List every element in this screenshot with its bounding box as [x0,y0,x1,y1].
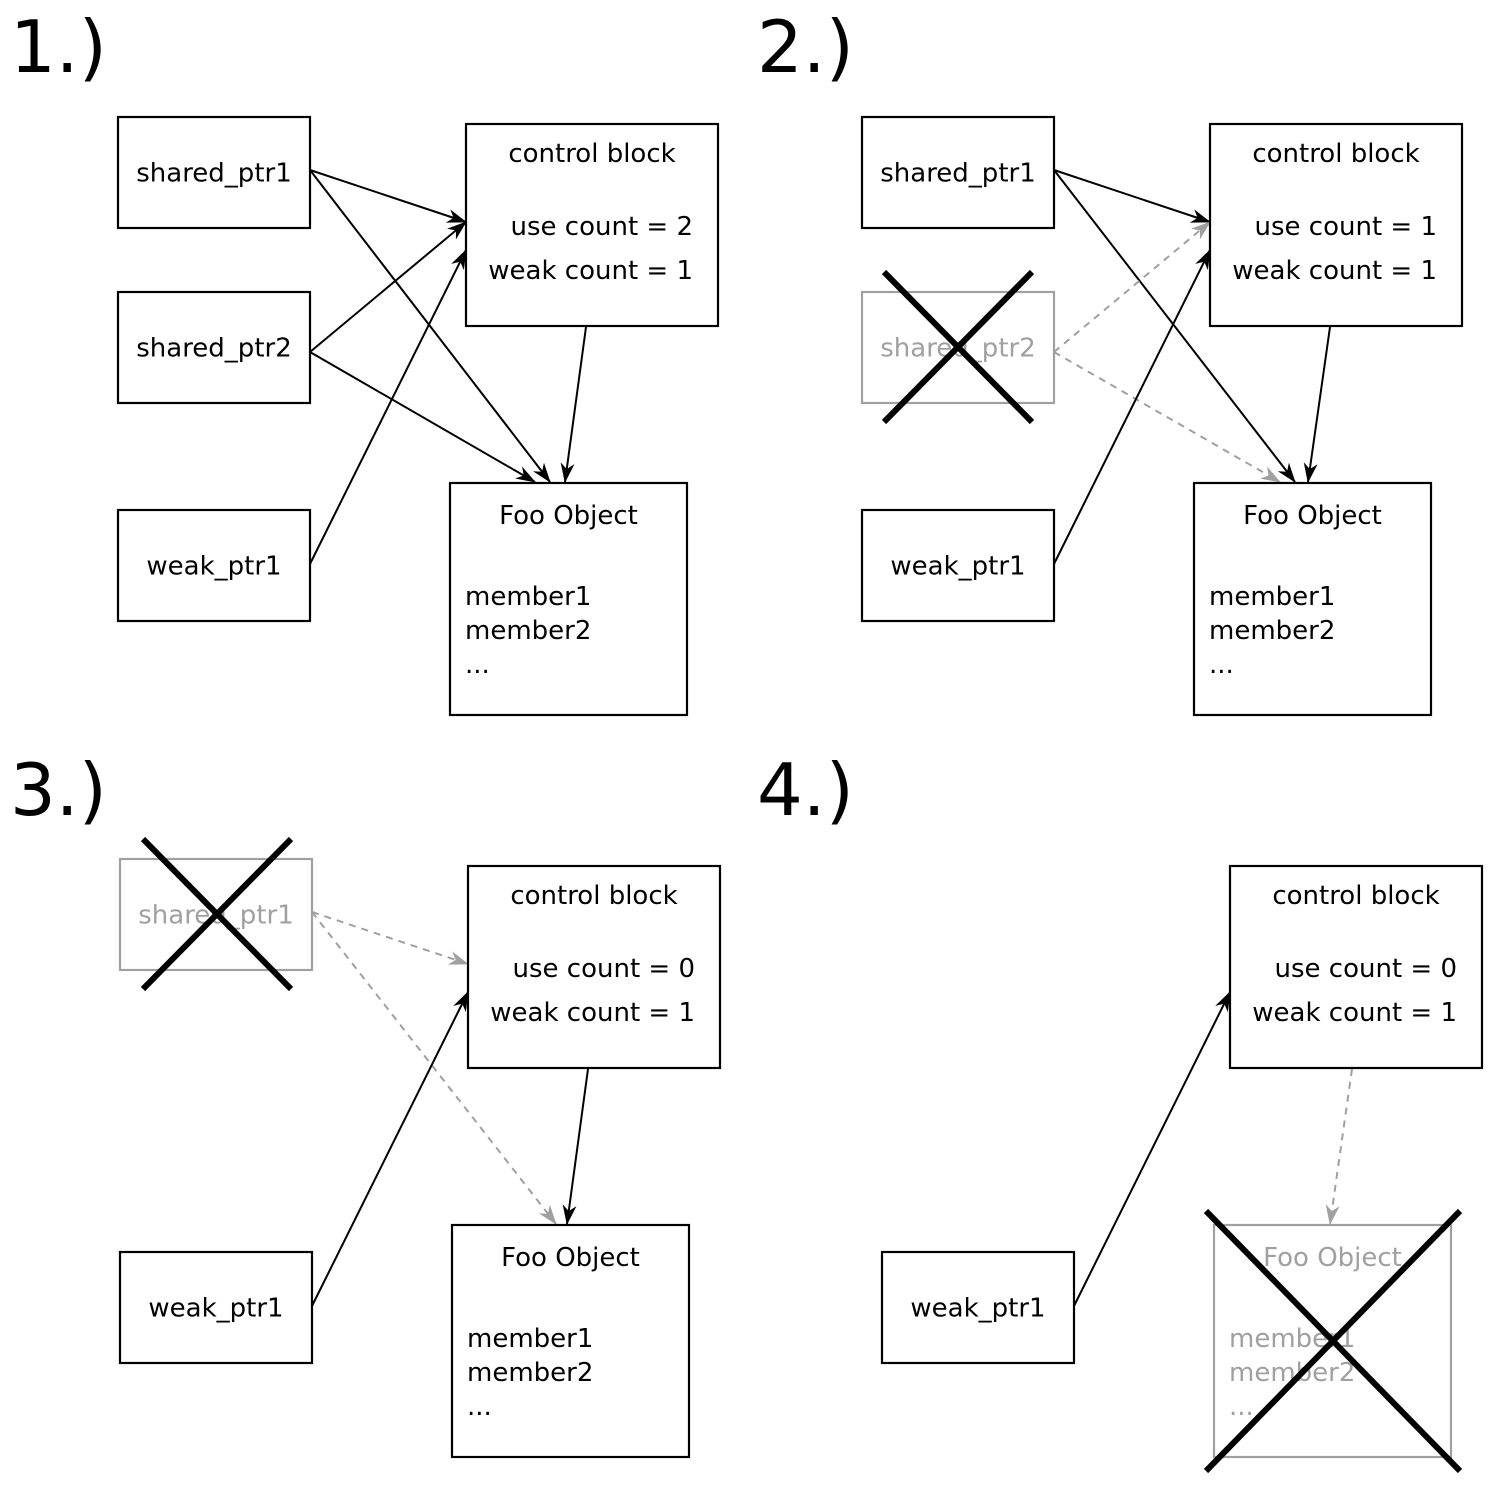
foo-object-member-2: member2 [467,1358,593,1388]
weak-ptr1-box-panel-4: weak_ptr1 [880,1250,1076,1365]
arrow-shared_ptr1-to-foo_object-panel-2 [1053,169,1296,483]
arrow-shared_ptr1-to-foo_object-panel-3 [311,911,557,1225]
use-count-label: use count = 0 [1275,954,1458,984]
arrow-shared_ptr2-to-foo_object-panel-2 [1053,351,1281,483]
arrow-weak_ptr1-to-control_block-panel-2 [1053,249,1211,565]
step-label-3: 3.) [10,748,107,832]
weak-ptr1-rect [118,1250,314,1365]
control-block-title: control block [508,139,675,169]
shared-ptr1-box-panel-2: shared_ptr1 [860,115,1056,230]
weak-ptr1-label: weak_ptr1 [910,1294,1045,1324]
control-block-title: control block [510,881,677,911]
weak-ptr1-box-panel-1: weak_ptr1 [116,508,312,623]
control-block-title: control block [1272,881,1439,911]
weak-ptr1-box-panel-2: weak_ptr1 [860,508,1056,623]
foo-object-member-1: member1 [1209,582,1335,612]
arrow-control_block-to-foo_object-panel-4 [1325,1068,1353,1225]
cross-stroke-b [1203,1208,1463,1474]
shared-ptr1-rect [116,115,312,230]
arrow-control_block-to-foo_object-panel-3 [562,1068,589,1225]
foo-object-title: Foo Object [1243,501,1382,531]
deleted-cross-mark-panel-2 [881,269,1035,425]
edge-layer [309,169,1353,1307]
use-count-label: use count = 2 [511,212,694,242]
foo-object-title: Foo Object [1263,1243,1402,1273]
step-label-4: 4.) [757,748,854,832]
weak-count-label: weak count = 1 [488,256,693,286]
arrow-shared_ptr1-to-control_block-panel-3 [311,911,469,965]
foo-object-member-1: member1 [465,582,591,612]
arrow-weak_ptr1-to-control_block-panel-3 [311,991,469,1307]
deleted-cross-mark-panel-4 [1203,1208,1463,1474]
arrow-shared_ptr1-to-foo_object-panel-1 [309,169,551,483]
arrow-control_block-to-foo_object-panel-2 [1303,326,1331,483]
arrow-control_block-to-foo_object-panel-1 [560,326,587,483]
weak-ptr1-label: weak_ptr1 [146,552,281,582]
shared-ptr2-box-panel-1: shared_ptr2 [116,290,312,405]
foo-object-rect [448,481,689,717]
shared-ptr1-box-panel-1: shared_ptr1 [116,115,312,230]
weak-count-label: weak count = 1 [490,998,695,1028]
step-label-2: 2.) [757,5,854,89]
foo-object-box-panel-1: Foo Object member1 member2... [448,481,689,717]
foo-object-member-1: member1 [467,1324,593,1354]
foo-object-rect [1192,481,1433,717]
foo-object-member-3: ... [1209,650,1234,680]
cross-stroke-b [881,269,1035,425]
weak-ptr1-label: weak_ptr1 [148,1294,283,1324]
foo-object-title: Foo Object [499,501,638,531]
weak-count-label: weak count = 1 [1232,256,1437,286]
foo-object-title: Foo Object [501,1243,640,1273]
foo-object-member-2: member2 [465,616,591,646]
foo-object-member-3: ... [467,1392,492,1422]
arrow-weak_ptr1-to-control_block-panel-4 [1073,991,1231,1307]
deleted-cross-mark-panel-3 [140,836,294,992]
arrow-shared_ptr2-to-control_block-panel-1 [309,221,467,353]
weak-ptr1-rect [880,1250,1076,1365]
control-block-rect [464,122,720,328]
cross-stroke-b [140,836,294,992]
use-count-label: use count = 1 [1255,212,1438,242]
weak-ptr1-box-panel-3: weak_ptr1 [118,1250,314,1365]
weak-ptr1-rect [860,508,1056,623]
control-block-box-panel-2: control block use count = 1 weak count = 1 [1208,122,1464,328]
control-block-rect [466,864,722,1070]
foo-object-box-panel-3: Foo Object member1 member2... [450,1223,691,1459]
cross-layer [140,269,1463,1474]
arrow-shared_ptr1-to-control_block-panel-2 [1053,169,1211,223]
foo-object-member-3: ... [1229,1392,1254,1422]
control-block-rect [1228,864,1484,1070]
foo-object-box-panel-2: Foo Object member1 member2... [1192,481,1433,717]
arrow-shared_ptr1-to-control_block-panel-1 [309,169,467,223]
shared-ptr1-rect [860,115,1056,230]
control-block-rect [1208,122,1464,328]
control-block-box-panel-4: control block use count = 0 weak count = 1 [1228,864,1484,1070]
weak-ptr1-rect [116,508,312,623]
foo-object-member-2: member2 [1209,616,1335,646]
control-block-title: control block [1252,139,1419,169]
shared-ptr1-label: shared_ptr1 [136,159,292,189]
shared-ptr2-rect [116,290,312,405]
shared-ptr2-label: shared_ptr2 [136,334,292,364]
shared-ptr1-label: shared_ptr1 [880,159,1036,189]
use-count-label: use count = 0 [513,954,696,984]
arrow-weak_ptr1-to-control_block-panel-1 [309,249,467,565]
weak-ptr1-label: weak_ptr1 [890,552,1025,582]
weak-count-label: weak count = 1 [1252,998,1457,1028]
arrow-shared_ptr2-to-control_block-panel-2 [1053,221,1211,353]
foo-object-member-3: ... [465,650,490,680]
arrow-shared_ptr2-to-foo_object-panel-1 [309,351,536,483]
step-label-1: 1.) [10,5,107,89]
label-layer: 1.) 2.) 3.) 4.) [10,5,854,832]
foo-object-rect [450,1223,691,1459]
control-block-box-panel-1: control block use count = 2 weak count = 1 [464,122,720,328]
control-block-box-panel-3: control block use count = 0 weak count = 1 [466,864,722,1070]
